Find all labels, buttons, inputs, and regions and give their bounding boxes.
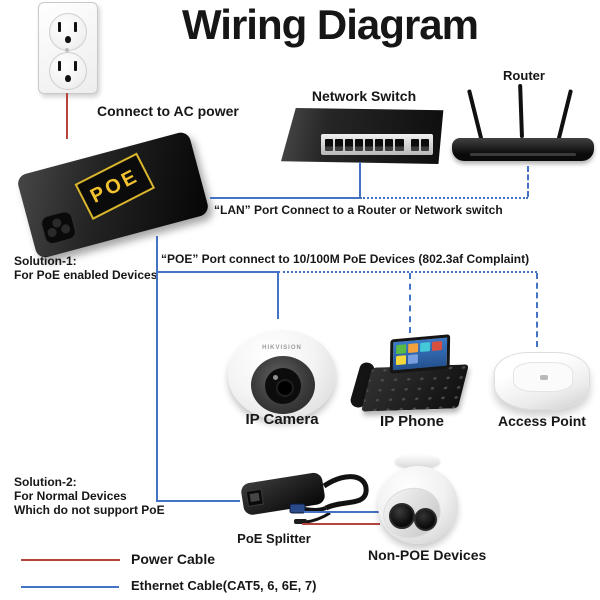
ac-outlet-icon: [38, 2, 98, 94]
power-cable-outlet-to-injector: [66, 93, 68, 139]
ethernet-lan-dotted: [360, 197, 528, 199]
router-label: Router: [503, 68, 545, 83]
ap-shell: [494, 352, 590, 410]
ethernet-phone-drop-dashed: [409, 273, 411, 333]
switch-port-panel: [321, 134, 433, 155]
router-antenna: [466, 89, 484, 143]
ethernet-splitter-feed: [156, 500, 240, 502]
camera-brand-text: HIKVISION: [262, 345, 302, 351]
outlet-screw: [65, 48, 69, 52]
ip-phone-icon: [348, 334, 470, 416]
legend-ethernet-line: [21, 586, 119, 588]
dc-connector: [294, 519, 307, 524]
router-icon: Router: [450, 68, 598, 172]
ethernet-poe-vertical: [156, 236, 158, 502]
outlet-socket-bottom: [49, 52, 87, 90]
legend-ethernet-label: Ethernet Cable(CAT5, 6, 6E, 7): [131, 578, 317, 593]
outlet-slot: [74, 22, 77, 32]
router-antenna: [518, 83, 524, 139]
non-poe-camera-icon: [374, 452, 462, 546]
legend-power-label: Power Cable: [131, 551, 216, 567]
camera-pupil: [276, 379, 294, 397]
splitter-pigtail-power: [305, 511, 331, 524]
legend-power-line: [21, 559, 120, 561]
solution-2-subtitle1: For Normal Devices: [14, 489, 127, 503]
network-switch-label: Network Switch: [311, 88, 417, 104]
poe-injector-icon: POE: [12, 130, 217, 260]
power-to-nonpoe: [302, 523, 380, 525]
power-inlet-icon: [39, 209, 78, 246]
ethernet-camera-drop: [277, 271, 279, 319]
ip-camera-label: IP Camera: [245, 411, 319, 428]
outlet-slot: [74, 61, 77, 71]
ethernet-ap-drop-dashed: [536, 273, 538, 347]
solution-1-text: Solution-1: For PoE enabled Devices: [14, 254, 157, 282]
network-switch-icon: Network Switch: [281, 88, 447, 168]
phone-screen: [389, 334, 451, 374]
router-body: [452, 138, 594, 161]
splitter-pigtail-ethernet: [303, 506, 327, 512]
turret-lens: [389, 503, 415, 529]
outlet-ground-hole: [65, 75, 71, 82]
ethernet-switch-drop: [359, 162, 361, 199]
solution-1-title: Solution-1:: [14, 254, 77, 268]
solution-2-subtitle2: Which do not support PoE: [14, 503, 165, 517]
lan-port-note: “LAN” Port Connect to a Router or Networ…: [214, 203, 503, 217]
camera-glint: [273, 375, 278, 380]
router-led-strip: [470, 153, 576, 156]
splitter-cable: [322, 474, 369, 511]
router-antenna: [556, 89, 574, 143]
ap-logo: [540, 375, 548, 380]
access-point-label: Access Point: [498, 413, 586, 429]
turret-mount: [395, 454, 440, 469]
outlet-socket-top: [49, 13, 87, 51]
ethernet-poe-dotted: [278, 271, 537, 273]
connect-ac-label: Connect to AC power: [97, 103, 239, 119]
poe-splitter-icon: [241, 472, 369, 524]
ip-phone-label: IP Phone: [380, 413, 444, 430]
ethernet-lan-solid: [210, 197, 360, 199]
ethernet-poe-solid: [156, 271, 278, 273]
outlet-slot: [58, 61, 61, 71]
poe-injector-label: POE: [74, 152, 156, 220]
poe-port-note: “POE” Port connect to 10/100M PoE Device…: [161, 252, 530, 266]
rj45-connector: [289, 503, 306, 514]
poe-splitter-label: PoE Splitter: [237, 531, 311, 546]
poe-injector-body: POE: [15, 130, 211, 260]
page-title: Wiring Diagram: [182, 1, 479, 48]
access-point-icon: [492, 348, 592, 412]
ip-camera-icon: HIKVISION: [226, 326, 338, 422]
solution-2-title: Solution-2:: [14, 475, 77, 489]
outlet-ground-hole: [65, 36, 71, 43]
turret-ir-sensor: [414, 508, 437, 531]
solution-1-subtitle: For PoE enabled Devices: [14, 268, 158, 282]
outlet-slot: [58, 22, 61, 32]
switch-chassis: [281, 108, 444, 164]
non-poe-label: Non-POE Devices: [368, 547, 487, 563]
ap-plate: [513, 362, 573, 392]
solution-2-text: Solution-2: For Normal Devices Which do …: [14, 475, 165, 517]
ethernet-to-nonpoe: [304, 511, 380, 513]
splitter-port-inner: [249, 492, 260, 502]
cloverleaf-inlet: [51, 217, 63, 229]
camera-lens: [265, 368, 301, 404]
ethernet-router-drop-dashed: [527, 166, 529, 197]
